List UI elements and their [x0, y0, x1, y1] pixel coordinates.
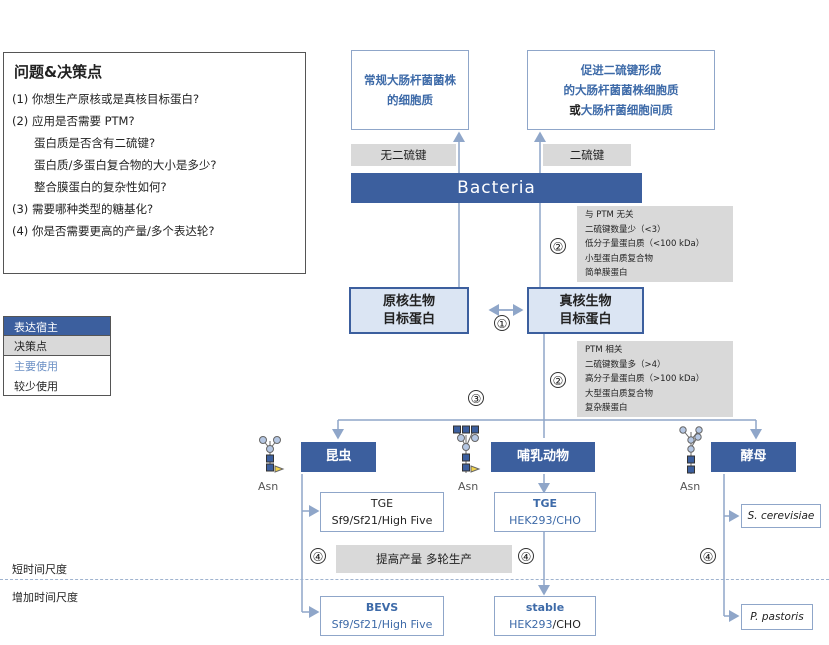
question-2a: 蛋白质是否含有二硫键? — [34, 136, 156, 150]
legend-decision: 决策点 — [3, 336, 111, 356]
no-ptm-note-3: 低分子量蛋白质（<100 kDa） — [585, 239, 705, 249]
no-disulfide-bar: 无二硫键 — [351, 144, 456, 166]
cerevisiae-label: S. cerevisiae — [747, 509, 815, 522]
bevs-cells: Sf9/Sf21/High Five — [331, 618, 433, 631]
pastoris-box: P. pastoris — [741, 604, 813, 630]
question-4: (4) 你是否需要更高的产量/多个表达轮? — [12, 224, 215, 238]
questions-title: 问题&决策点 — [14, 63, 103, 81]
short-timescale-label: 短时间尺度 — [12, 563, 67, 576]
yeast-asn-label: Asn — [680, 480, 701, 493]
question-3: (3) 需要哪种类型的糖基化? — [12, 202, 154, 216]
regular-ecoli-line1: 常规大肠杆菌菌株 — [364, 73, 456, 87]
ptm-note-3: 高分子量蛋白质（>100 kDa） — [585, 374, 705, 384]
mammal-asn-label: Asn — [458, 480, 479, 493]
bevs-box: BEVS Sf9/Sf21/High Five — [320, 596, 444, 636]
yeast-glycan-icon — [679, 426, 703, 474]
disulfide-ecoli-box: 促进二硫键形成 的大肠杆菌菌株细胞质 或大肠杆菌细胞间质 — [527, 50, 715, 130]
eukaryote-line1: 真核生物 — [559, 293, 612, 309]
disulfide-ecoli-line2: 的大肠杆菌菌株细胞质 — [563, 83, 679, 97]
regular-ecoli-line2: 的细胞质 — [387, 93, 433, 107]
eukaryote-line2: 目标蛋白 — [559, 311, 612, 327]
decision-4-mammal: ④ — [518, 548, 534, 564]
mammal-tge-title: TGE — [532, 497, 558, 510]
decision-2-lower: ② — [550, 372, 566, 388]
insect-tge-title: TGE — [370, 497, 394, 510]
legend: 表达宿主 决策点 主要使用 较少使用 — [3, 316, 111, 396]
legend-host: 表达宿主 — [3, 316, 111, 336]
timescale-divider — [0, 579, 829, 580]
yeast-host: 酵母 — [711, 442, 796, 472]
ptm-note-1: PTM 相关 — [585, 345, 623, 355]
question-2: (2) 应用是否需要 PTM? — [12, 114, 135, 128]
disulfide-ecoli-line3: 大肠杆菌细胞间质 — [580, 103, 673, 117]
insect-glycan-icon — [259, 436, 285, 473]
no-ptm-note-4: 小型蛋白质复合物 — [585, 253, 654, 264]
longer-timescale-label: 增加时间尺度 — [12, 591, 78, 604]
prokaryote-line1: 原核生物 — [382, 293, 435, 309]
mammal-tge-cells: HEK293/CHO — [509, 514, 581, 527]
stable-cells-cho: /CHO — [552, 618, 581, 631]
bacteria-host: Bacteria — [351, 173, 642, 203]
ptm-note-5: 复杂膜蛋白 — [585, 403, 628, 413]
pastoris-label: P. pastoris — [750, 610, 804, 623]
mammal-tge-box: TGE HEK293/CHO — [494, 492, 596, 532]
prokaryote-line2: 目标蛋白 — [382, 311, 435, 327]
decision-3: ③ — [468, 390, 484, 406]
no-ptm-note-2: 二硫键数量少（<3） — [585, 224, 666, 235]
mammal-glycan-icon — [453, 425, 481, 473]
decision-4-insect: ④ — [310, 548, 326, 564]
ptm-note-4: 大型蛋白质复合物 — [585, 388, 654, 399]
stable-box: stable HEK293/CHO — [494, 596, 596, 636]
no-ptm-note-5: 简单膜蛋白 — [585, 268, 628, 278]
disulfide-bar: 二硫键 — [543, 144, 631, 166]
cerevisiae-box: S. cerevisiae — [741, 504, 821, 528]
legend-less-use: 较少使用 — [3, 376, 111, 396]
question-2c: 整合膜蛋白的复杂性如何? — [34, 180, 167, 194]
insect-host: 昆虫 — [301, 442, 376, 472]
decision-4-yeast: ④ — [700, 548, 716, 564]
ptm-note: PTM 相关 二硫键数量多（>4） 高分子量蛋白质（>100 kDa） 大型蛋白… — [577, 341, 733, 417]
ptm-note-2: 二硫键数量多（>4） — [585, 359, 666, 370]
legend-main-use: 主要使用 — [3, 356, 111, 376]
yield-bar: 提高产量 多轮生产 — [336, 545, 512, 573]
stable-title: stable — [525, 601, 565, 614]
regular-ecoli-cytoplasm-box: 常规大肠杆菌菌株 的细胞质 — [351, 50, 469, 130]
disulfide-ecoli-or: 或 — [569, 103, 581, 117]
bevs-title: BEVS — [365, 601, 399, 614]
insect-tge-box: TGE Sf9/Sf21/High Five — [320, 492, 444, 532]
eukaryote-target-box: 真核生物 目标蛋白 — [527, 287, 644, 334]
no-ptm-note-1: 与 PTM 无关 — [585, 210, 634, 220]
decision-2-upper: ② — [550, 238, 566, 254]
questions-panel: 问题&决策点 (1) 你想生产原核或是真核目标蛋白? (2) 应用是否需要 PT… — [3, 52, 306, 274]
stable-cells-hek: HEK293 — [509, 618, 553, 631]
mammal-host: 哺乳动物 — [491, 442, 595, 472]
question-2b: 蛋白质/多蛋白复合物的大小是多少? — [34, 158, 217, 172]
decision-1: ① — [494, 315, 510, 331]
prokaryote-target-box: 原核生物 目标蛋白 — [349, 287, 469, 334]
insect-tge-cells: Sf9/Sf21/High Five — [331, 514, 433, 527]
insect-asn-label: Asn — [258, 480, 279, 493]
no-ptm-note: 与 PTM 无关 二硫键数量少（<3） 低分子量蛋白质（<100 kDa） 小型… — [577, 206, 733, 282]
question-1: (1) 你想生产原核或是真核目标蛋白? — [12, 92, 200, 106]
disulfide-ecoli-line1: 促进二硫键形成 — [580, 63, 662, 77]
